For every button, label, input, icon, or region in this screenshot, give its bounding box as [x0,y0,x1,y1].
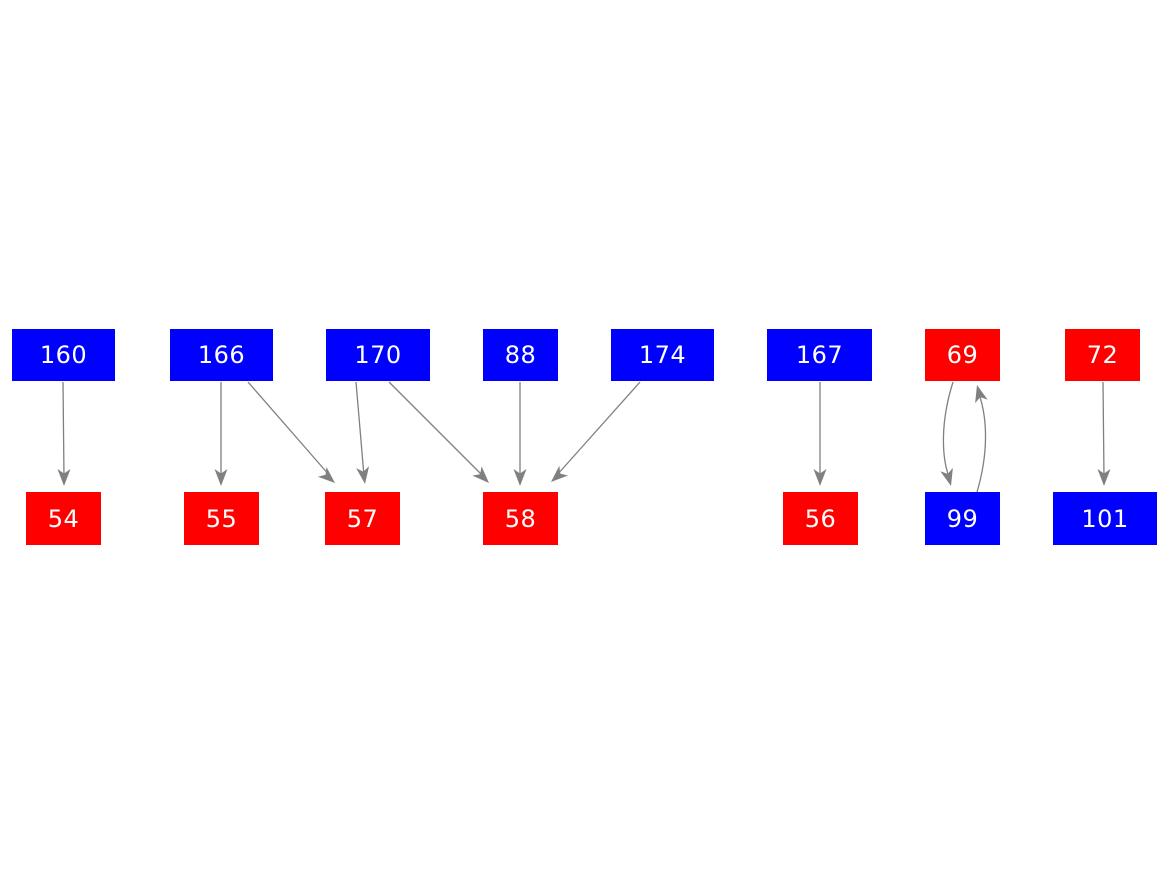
graph-node-69[interactable]: 69 [925,329,1000,381]
node-label: 54 [47,504,80,533]
graph-node-170[interactable]: 170 [326,329,430,381]
node-label: 55 [205,504,238,533]
edge-72-to-101 [1097,381,1111,486]
edge-170-to-58 [388,381,489,483]
arrowhead [214,469,228,486]
graph-node-54[interactable]: 54 [26,492,101,545]
arrowhead [57,469,71,486]
graph-node-72[interactable]: 72 [1065,329,1140,381]
graph-node-58[interactable]: 58 [483,492,558,545]
arrowhead [813,469,827,486]
node-label: 58 [504,504,537,533]
edge-99-to-69 [975,385,988,493]
node-label: 160 [39,341,88,369]
edge-167-to-56 [813,382,827,486]
arrowhead [472,466,489,483]
edge-69-to-99 [940,381,954,486]
graph-node-160[interactable]: 160 [12,329,115,381]
edge-170-to-57 [355,381,370,484]
graph-node-56[interactable]: 56 [783,492,858,545]
node-label: 69 [946,341,979,369]
graph-node-167[interactable]: 167 [767,329,872,381]
node-label: 72 [1086,341,1119,369]
arrowhead [1097,469,1111,486]
graph-node-174[interactable]: 174 [611,329,714,381]
node-label: 88 [504,341,537,369]
edge-166-to-55 [214,382,228,486]
arrowhead [940,467,953,486]
graph-node-57[interactable]: 57 [325,492,400,545]
arrowhead [513,469,527,486]
node-label: 57 [346,504,379,533]
node-label: 166 [197,341,246,369]
graph-node-88[interactable]: 88 [483,329,558,381]
node-label: 101 [1081,504,1129,533]
edge-88-to-58 [513,382,527,486]
graph-node-166[interactable]: 166 [170,329,273,381]
arrowhead [975,385,988,404]
node-label: 99 [946,504,979,533]
edge-166-to-57 [247,381,335,483]
arrowhead [317,466,335,483]
node-label: 56 [804,504,837,533]
node-label: 170 [354,341,402,369]
edge-160-to-54 [57,381,71,486]
graph-node-99[interactable]: 99 [925,492,1000,545]
graph-node-101[interactable]: 101 [1053,492,1157,545]
edge-174-to-58 [551,381,641,482]
node-label: 167 [795,341,844,369]
graph-node-55[interactable]: 55 [184,492,259,545]
arrowhead [551,465,568,482]
arrowhead [356,466,370,484]
node-label: 174 [638,341,687,369]
